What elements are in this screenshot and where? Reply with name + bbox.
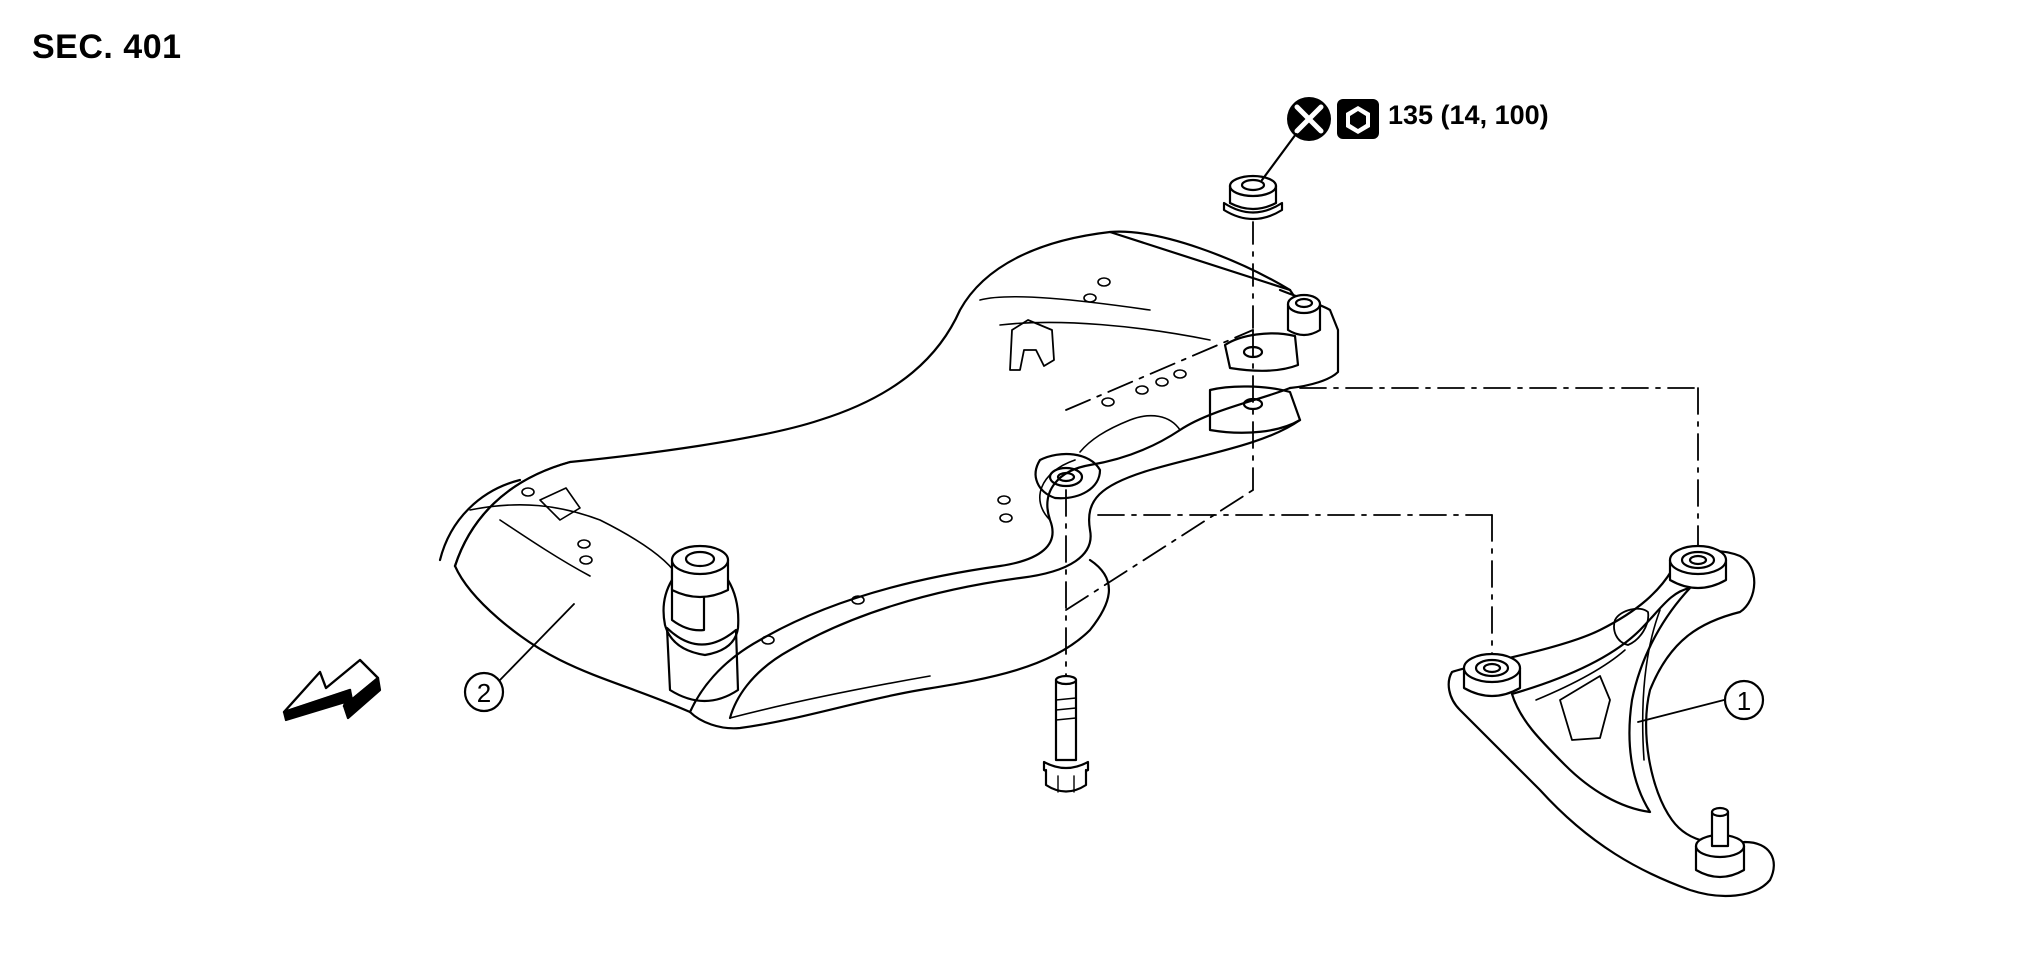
transverse-link bbox=[1447, 544, 1775, 898]
callout-2: 2 bbox=[463, 603, 575, 713]
callout-2-number: 2 bbox=[477, 678, 491, 708]
centre-lines bbox=[1065, 329, 1699, 679]
link-rear-bushing bbox=[1668, 544, 1728, 590]
flange-nut bbox=[1222, 174, 1284, 220]
torque-value: 135 (14, 100) bbox=[1388, 100, 1549, 130]
torque-leader-line bbox=[1260, 132, 1298, 182]
do-not-reuse-icon bbox=[1287, 97, 1331, 141]
callout-1: 1 bbox=[1637, 679, 1765, 723]
ball-joint bbox=[1694, 806, 1746, 879]
left-bushing bbox=[662, 544, 740, 702]
vehicle-front-arrow-icon bbox=[282, 658, 382, 722]
torque-nut-icon bbox=[1337, 99, 1379, 139]
member-holes bbox=[521, 277, 1187, 645]
section-code: SEC. 401 bbox=[32, 28, 182, 66]
link-front-bushing bbox=[1462, 652, 1522, 698]
front-suspension-member bbox=[438, 230, 1340, 730]
mounting-bolt bbox=[1042, 674, 1090, 793]
callout-1-number: 1 bbox=[1737, 686, 1751, 716]
